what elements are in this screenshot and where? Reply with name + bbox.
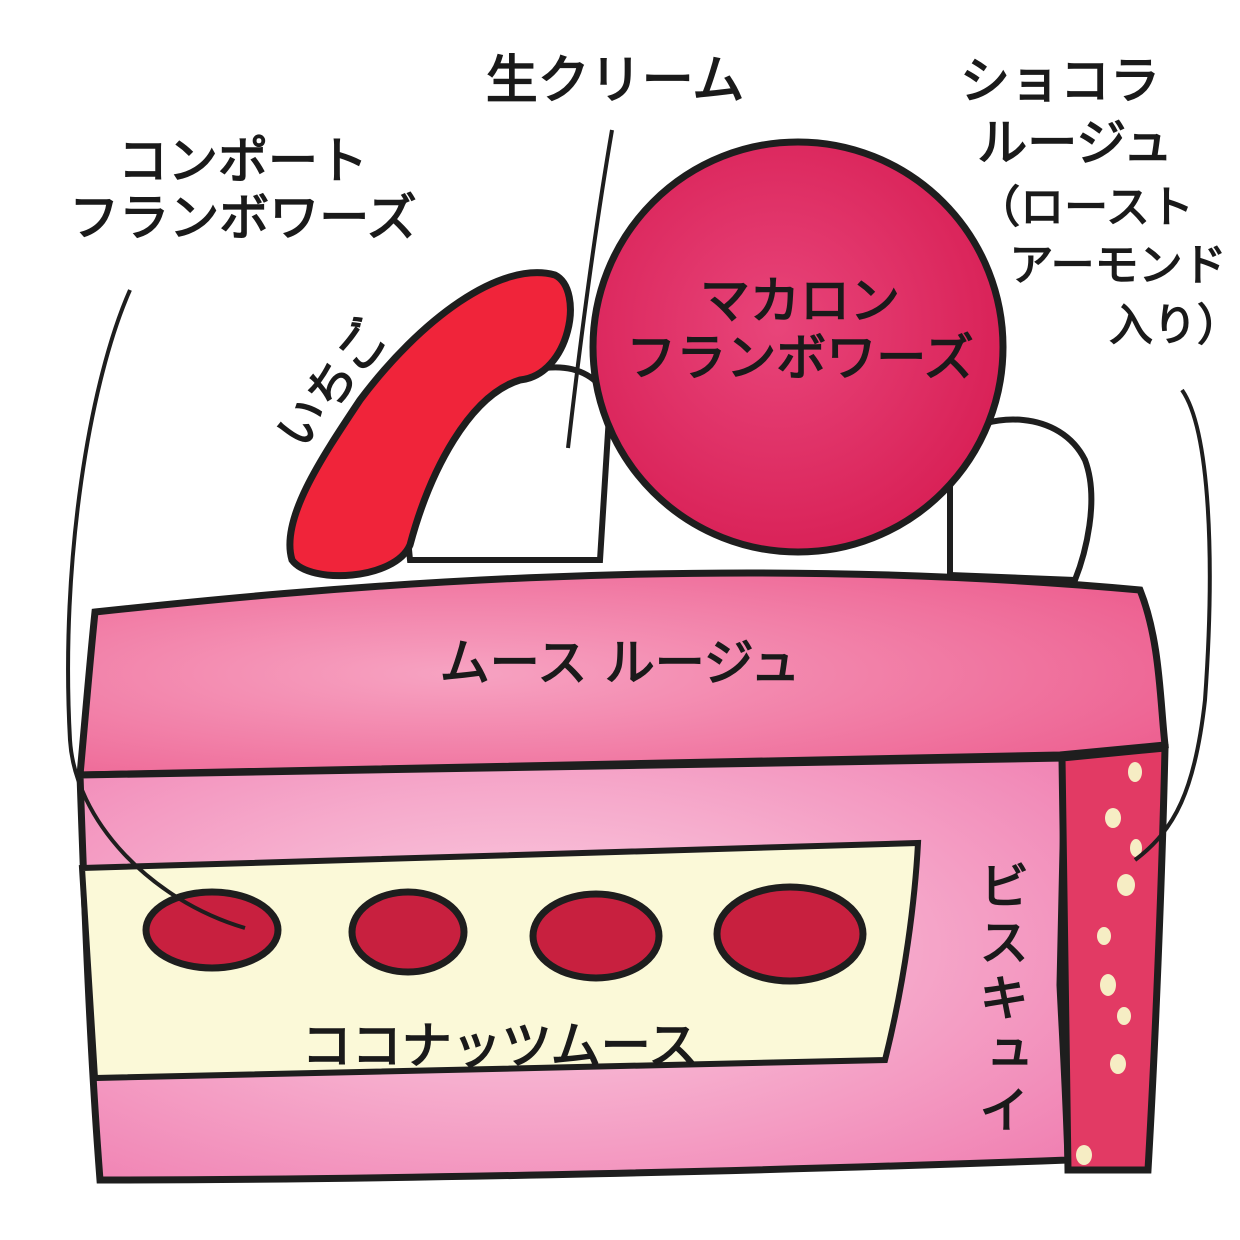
label-biscuit: ビスキュイ	[971, 860, 1029, 1140]
compote-piece	[713, 883, 867, 985]
label-mousse-rouge: ムース ルージュ	[440, 634, 800, 692]
label-chocolat-line4: アーモンド	[1009, 240, 1226, 291]
leader-line-chocolat	[1133, 388, 1212, 862]
leader-line-compote	[66, 289, 246, 930]
label-coconut-mousse: ココナッツムース	[302, 1017, 699, 1075]
label-macaron-line2: フランボワーズ	[626, 329, 974, 387]
coconut-mousse-layer	[78, 839, 922, 1082]
cream-puff-right	[947, 416, 1095, 584]
label-chocolat-line2: ルージュ	[977, 114, 1173, 172]
label-compote-line2: フランボワーズ	[69, 189, 417, 247]
label-chocolat-line1: ショコラ	[960, 52, 1160, 110]
almond-dots	[1076, 762, 1142, 1165]
label-macaron-line1: マカロン	[700, 272, 900, 330]
mousse-rouge-layer	[76, 569, 1169, 779]
compote-piece	[348, 888, 468, 976]
label-compote-line1: コンポート	[118, 132, 368, 190]
label-fresh-cream: 生クリーム	[486, 51, 744, 111]
leader-line-cream	[566, 129, 614, 449]
compote-piece	[529, 890, 663, 982]
label-chocolat-line5: 入り）	[1109, 300, 1240, 351]
macaron-shape	[589, 138, 1007, 556]
strawberry-shape	[286, 269, 574, 580]
label-chocolat-line3: （ロースト	[976, 182, 1194, 233]
compote-piece	[142, 888, 282, 972]
